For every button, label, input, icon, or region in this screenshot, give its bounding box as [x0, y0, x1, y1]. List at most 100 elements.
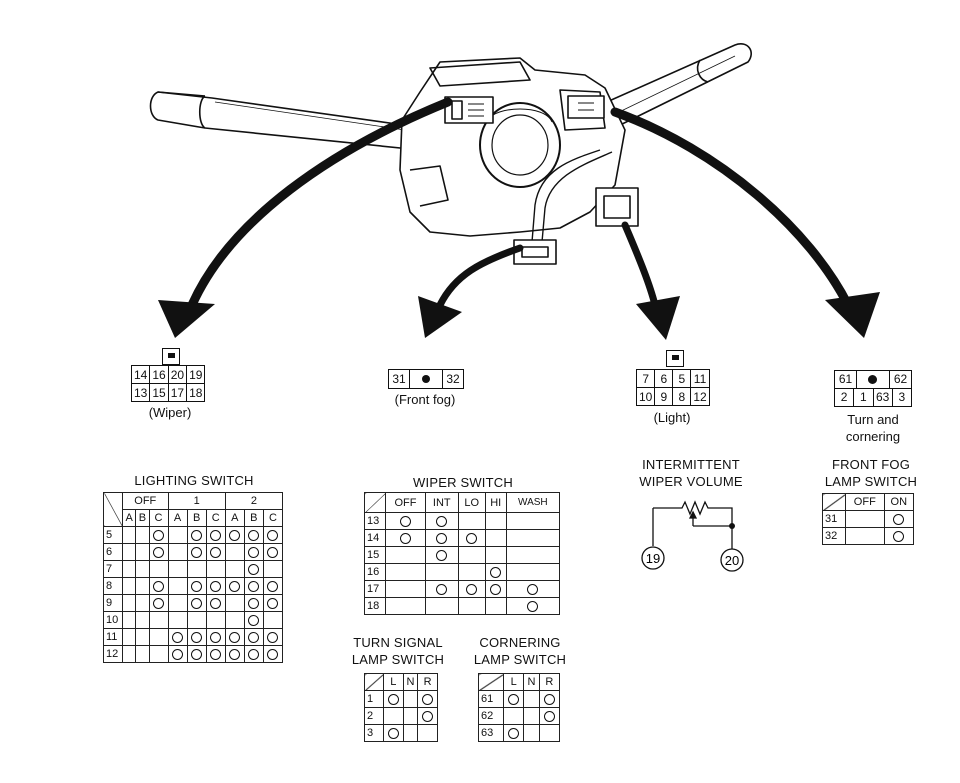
switch-cell: [205, 543, 226, 561]
pin-label: 7: [103, 560, 123, 578]
pin-label: 15: [364, 546, 386, 564]
pin: 16: [149, 365, 169, 384]
turn-signal-lamp-switch-title: TURN SIGNAL LAMP SWITCH: [346, 634, 450, 668]
switch-cell: [457, 580, 486, 598]
diagonal-header: [822, 493, 846, 511]
title-line: TURN SIGNAL: [353, 635, 443, 650]
switch-cell: [121, 645, 137, 663]
switch-cell: [205, 577, 226, 595]
switch-cell: [224, 628, 245, 646]
pin-label: 13: [364, 512, 386, 530]
continuity-circle: [267, 648, 279, 660]
switch-cell: [205, 611, 226, 629]
sub-header: A: [167, 509, 188, 527]
pin-label: 14: [364, 529, 386, 547]
title-line: LAMP SWITCH: [824, 474, 918, 489]
pin: 32: [442, 370, 463, 388]
switch-cell: [402, 707, 419, 725]
continuity-circle: [248, 580, 260, 592]
continuity-circle: [191, 631, 203, 643]
switch-cell: [262, 577, 284, 595]
group-header: OFF: [122, 492, 169, 510]
continuity-circle: [153, 597, 165, 609]
group-header: 1: [167, 492, 226, 510]
switch-cell: [148, 560, 169, 578]
switch-cell: [505, 580, 561, 598]
switch-cell: [243, 645, 264, 663]
continuity-circle: [210, 529, 222, 541]
switch-cell: [121, 543, 137, 561]
continuity-circle: [248, 631, 260, 643]
pin-row: 63: [478, 724, 561, 742]
pin-row: 16: [364, 563, 561, 581]
title-line: WIPER VOLUME: [639, 474, 743, 489]
continuity-circle: [893, 513, 905, 525]
switch-cell: [457, 597, 486, 615]
continuity-circle: [399, 515, 411, 527]
switch-cell: [262, 611, 284, 629]
pin-label: 32: [822, 527, 846, 545]
switch-cell: [385, 580, 426, 598]
continuity-circle: [153, 529, 165, 541]
switch-cell: [484, 546, 507, 564]
continuity-circle: [210, 597, 222, 609]
light-connector-row-bottom: 10 9 8 12: [635, 387, 710, 406]
switch-cell: [224, 611, 245, 629]
continuity-circle: [267, 529, 279, 541]
pin-row: 10: [103, 611, 284, 629]
continuity-circle: [490, 566, 502, 578]
sub-header: A: [121, 509, 137, 527]
switch-cell: [484, 563, 507, 581]
switch-cell: [505, 546, 561, 564]
continuity-circle: [466, 583, 478, 595]
switch-cell: [502, 724, 525, 742]
title-line: LAMP SWITCH: [351, 652, 445, 667]
terminal-20: 20: [725, 553, 739, 568]
switch-cell: [262, 526, 284, 544]
switch-cell: [167, 645, 188, 663]
wiper-switch-title: WIPER SWITCH: [413, 475, 513, 490]
switch-cell: [205, 594, 226, 612]
pin-label: 12: [103, 645, 123, 663]
continuity-circle: [210, 648, 222, 660]
continuity-circle: [543, 693, 555, 705]
continuity-circle: [422, 710, 434, 722]
pin-label: 62: [478, 707, 504, 725]
switch-cell: [243, 628, 264, 646]
switch-cell: [502, 690, 525, 708]
switch-cell: [243, 526, 264, 544]
continuity-circle: [210, 546, 222, 558]
pin: 31: [389, 370, 410, 388]
continuity-circle: [508, 693, 520, 705]
sub-header: C: [148, 509, 169, 527]
switch-cell: [186, 543, 207, 561]
switch-cell: [243, 560, 264, 578]
switch-cell: [148, 526, 169, 544]
continuity-circle: [387, 727, 399, 739]
switch-cell: [402, 724, 419, 742]
continuity-circle: [153, 580, 165, 592]
pin-row: 2: [364, 707, 438, 725]
pin: 11: [690, 369, 710, 388]
switch-cell: [148, 645, 169, 663]
pin: 14: [130, 365, 151, 384]
front-fog-lamp-switch-title: FRONT FOG LAMP SWITCH: [818, 456, 924, 490]
switch-cell: [186, 628, 207, 646]
switch-cell: [402, 690, 419, 708]
pin: 15: [149, 383, 169, 402]
continuity-circle: [191, 529, 203, 541]
switch-cell: [121, 577, 137, 595]
continuity-circle: [527, 600, 539, 612]
switch-cell: [523, 724, 540, 742]
continuity-circle: [267, 631, 279, 643]
continuity-circle: [248, 529, 260, 541]
col-header: ON: [883, 493, 915, 511]
pin: 18: [186, 383, 206, 402]
switch-cell: [417, 724, 438, 742]
pin-row: 13: [364, 512, 561, 530]
switch-cell: [186, 611, 207, 629]
switch-cell: [224, 560, 245, 578]
switch-cell: [186, 560, 207, 578]
col-header: N: [402, 673, 419, 691]
switch-cell: [457, 529, 486, 547]
